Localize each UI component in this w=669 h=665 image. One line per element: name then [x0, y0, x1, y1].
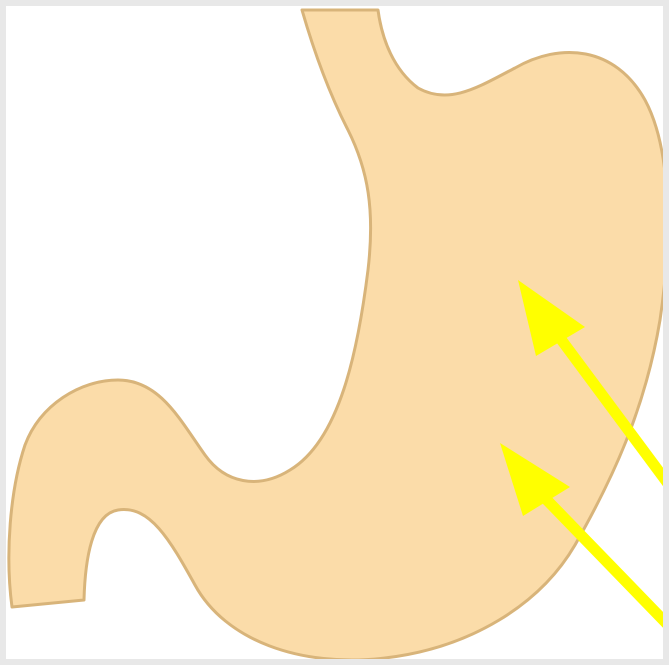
stomach-diagram: [0, 0, 669, 665]
diagram-canvas: [0, 0, 669, 665]
